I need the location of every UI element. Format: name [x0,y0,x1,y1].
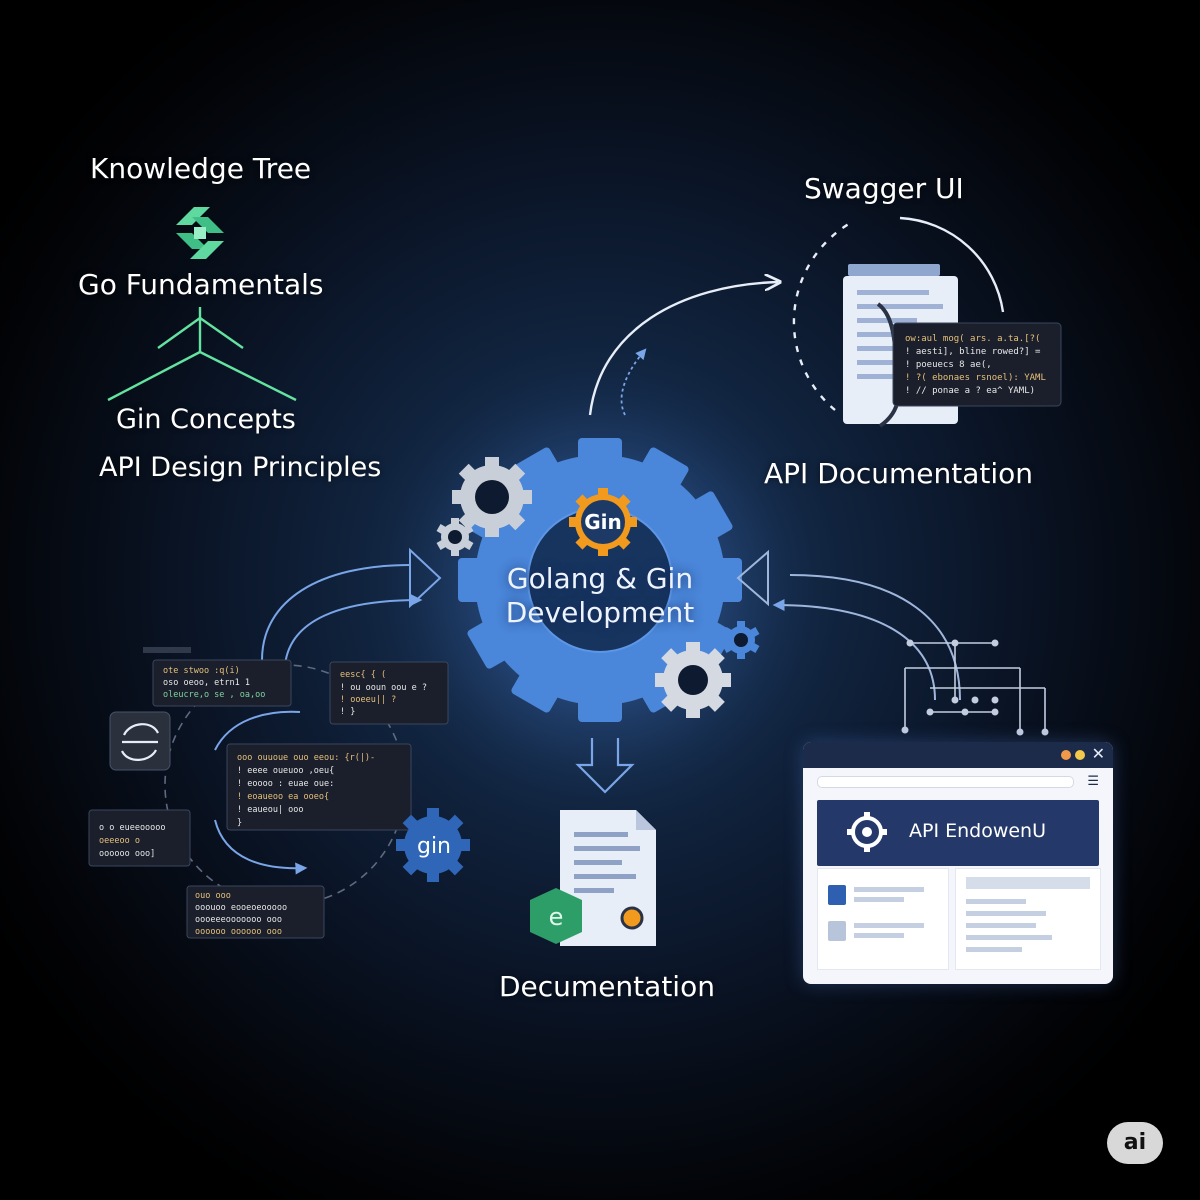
center-title-line2: Development [505,596,695,629]
svg-text:ow:aul mog( ars. a.ta.[?(: ow:aul mog( ars. a.ta.[?( [905,334,1040,344]
sync-icon [109,711,171,771]
svg-text:! eaueou| ooo: ! eaueou| ooo [237,805,304,815]
code-snippet-icon: ote stwoo :q(i) oso oeoo, etrn1 1 oleucr… [143,647,292,707]
window-left-panel [817,868,949,970]
address-bar [817,776,1074,788]
code-snippet-icon: eesc{ { ( ! ou ooun oou e ? ! ooeeu|| ? … [329,661,449,725]
svg-text:}: } [237,818,242,828]
svg-text:o o eueeooooo: o o eueeooooo [99,823,166,833]
api-window-title: API EndowenU [909,820,1047,842]
gin-badge-label: Gin [584,510,622,534]
swagger-flow-arrows [588,216,1005,416]
svg-text:ooo ouuoue ouo eeou: {r(|): ooo ouuoue ouo eeou: {r(|)- [237,753,375,763]
go-logo-icon [176,207,224,259]
svg-text:! ooeeu|| ?: ! ooeeu|| ? [340,695,396,705]
code-snippet-icon: ow:aul mog( ars. a.ta.[?( ! aesti], blin… [892,322,1062,407]
gin-gear-label: gin [416,834,452,859]
svg-text:! eeee oueuoo ,oeu{: ! eeee oueuoo ,oeu{ [237,766,334,776]
window-right-panel [955,868,1101,970]
small-gear-icon [452,457,532,537]
window-detail-lines [966,877,1090,952]
code-snippet-icon: o o eueeooooo oeeeoo o oooooo ooo] [88,809,191,867]
svg-text:ote stwoo :q(i): ote stwoo :q(i) [163,666,240,676]
api-documentation-label: API Documentation [764,457,1034,490]
svg-text:oso oeoo, etrn1 1: oso oeoo, etrn1 1 [163,678,250,688]
small-gear-icon [722,621,760,659]
svg-text:eesc{ { (: eesc{ { ( [340,670,386,680]
svg-text:! ou ooun oou e ?: ! ou ooun oou e ? [340,683,427,693]
svg-text:! eoaueoo ea ooeo{: ! eoaueoo ea ooeo{ [237,792,329,802]
svg-text:! eoooo : euae oue:: ! eoooo : euae oue: [237,779,334,789]
ai-badge: ai [1107,1122,1163,1164]
gin-concepts-label: Gin Concepts [116,404,296,435]
svg-text:ooouoo eooeoeooooo: ooouoo eooeoeooooo [195,903,287,913]
close-icon: ✕ [1091,744,1105,763]
window-list-items [828,885,924,941]
svg-text:oeeeoo o: oeeeoo o [99,836,140,846]
small-gear-icon [436,518,474,556]
svg-text:ouo ooo: ouo ooo [195,891,231,901]
svg-text:! poeuecs 8 ae(,: ! poeuecs 8 ae(, [905,360,992,370]
knowledge-tree-label: Knowledge Tree [90,152,312,185]
menu-icon: ☰ [1087,774,1099,789]
small-gear-icon [655,642,731,718]
svg-text:oleucre,o se , oa,oo: oleucre,o se , oa,oo [163,690,265,700]
api-design-principles-label: API Design Principles [99,452,382,483]
center-title-line1: Golang & Gin [506,562,694,595]
window-maximize-dot [1075,750,1085,760]
svg-text:! // ponae a ? ea^ YAML): ! // ponae a ? ea^ YAML) [905,386,1035,396]
svg-text:oooeeeooooooo ooo: oooeeeooooooo ooo [195,915,282,925]
incoming-arrows-right [736,549,961,701]
swagger-ui-label: Swagger UI [804,172,964,205]
window-minimize-dot [1061,750,1071,760]
network-connectors [904,642,1046,732]
documentation-label: Decumentation [499,970,715,1003]
svg-text:e: e [549,903,564,931]
svg-text:! aesti], bline rowed?] =: ! aesti], bline rowed?] = [905,347,1041,357]
document-icon: e [530,810,656,946]
arrow-icon [575,738,635,794]
incoming-arrows-left [261,547,442,666]
go-fundamentals-label: Go Fundamentals [78,268,324,301]
settings-logo-icon [847,812,887,852]
api-window-header: API EndowenU [817,800,1099,866]
code-snippet-icon: ooo ouuoue ouo eeou: {r(|)- ! eeee oueuo… [226,743,412,831]
code-snippet-icon: ouo ooo ooouoo eooeoeooooo oooeeeooooooo… [186,885,325,939]
network-nodes [901,639,1049,736]
svg-text:! }: ! } [340,707,355,717]
svg-text:! ?( ebonaes rsnoel): YAML: ! ?( ebonaes rsnoel): YAML [905,373,1046,383]
browser-window-icon: ✕ ☰ API EndowenU [803,742,1113,984]
svg-text:oooooo oooooo ooo: oooooo oooooo ooo [195,927,282,937]
gin-badge-icon [569,488,637,556]
svg-text:oooooo ooo]: oooooo ooo] [99,849,155,859]
window-titlebar: ✕ [803,742,1113,768]
knowledge-tree-lines [107,307,297,402]
center-title: Golang & Gin Development [480,562,720,630]
